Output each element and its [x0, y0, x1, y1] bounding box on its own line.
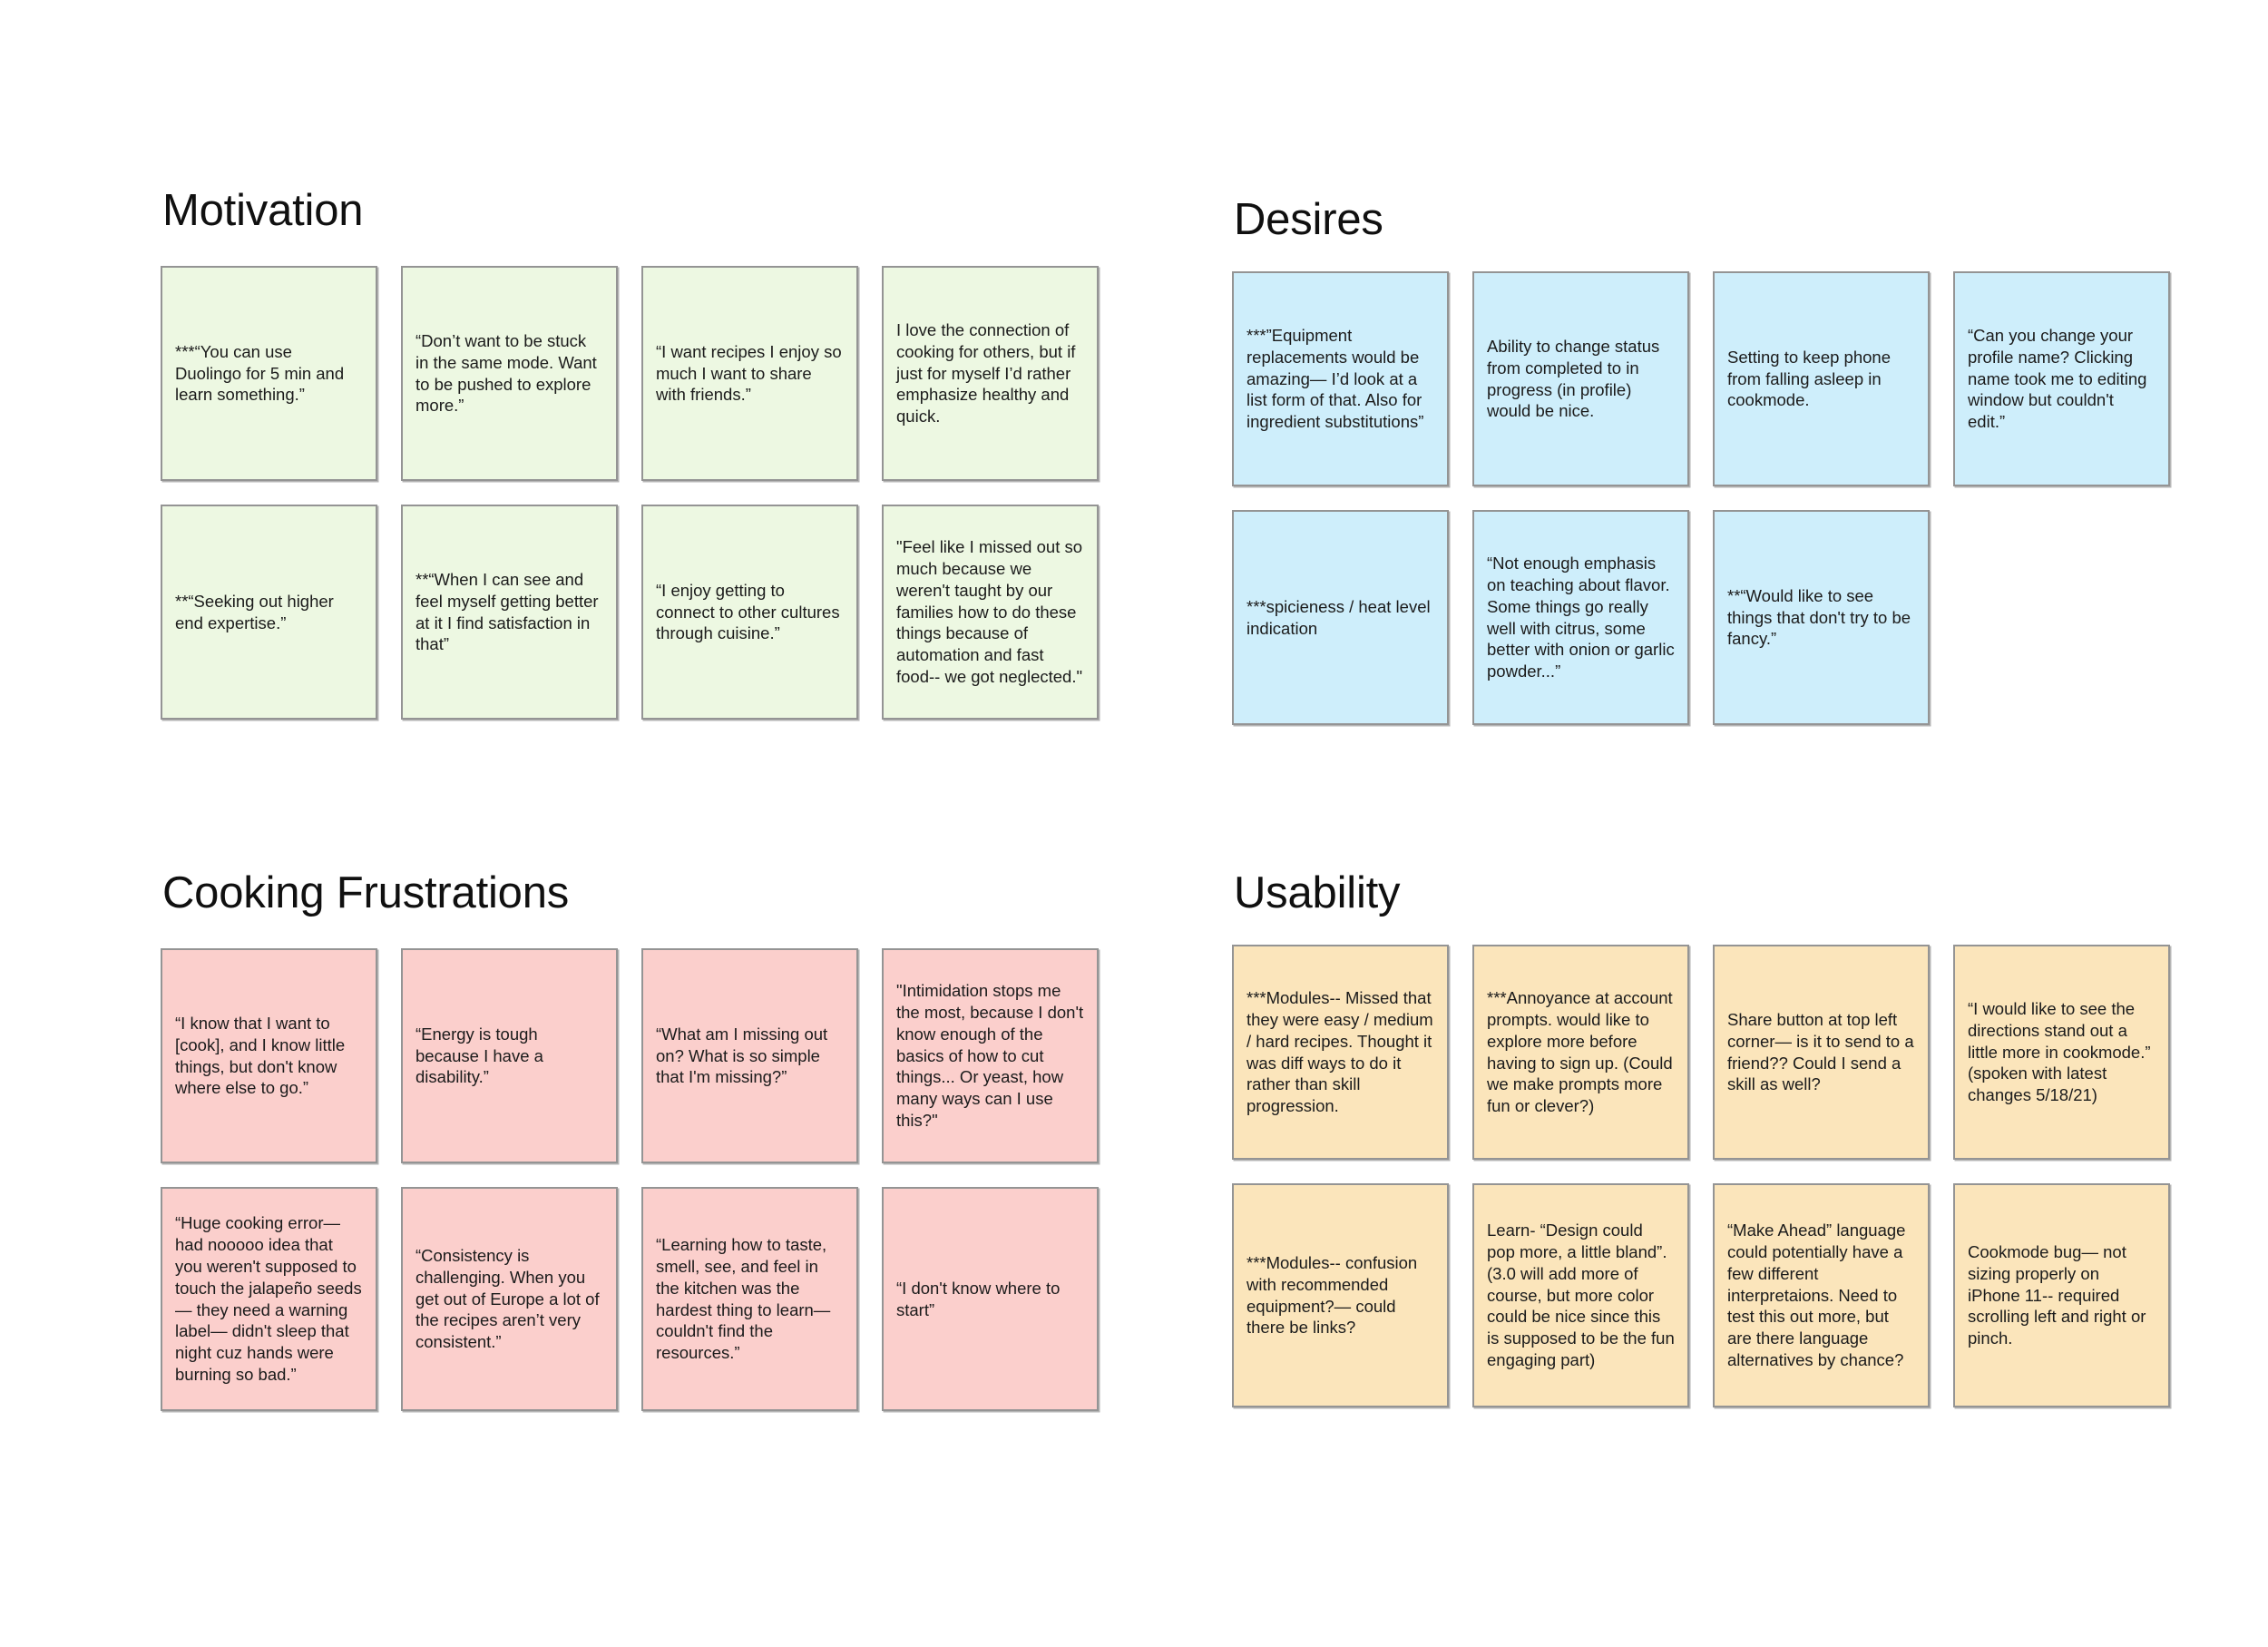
sticky-note-text: Learn- “Design could pop more, a little …: [1487, 1220, 1675, 1370]
sticky-note-text: “Energy is tough because I have a disabi…: [415, 1024, 543, 1087]
card-rows-cooking-frustrations: “I know that I want to [cook], and I kno…: [161, 948, 1099, 1411]
sticky-note[interactable]: **“Seeking out higher end expertise.”: [161, 505, 377, 720]
sticky-note-text: “I enjoy getting to connect to other cul…: [656, 580, 840, 643]
sticky-note-text: **“Would like to see things that don't t…: [1727, 585, 1911, 649]
sticky-note[interactable]: “Consistency is challenging. When you ge…: [401, 1187, 618, 1411]
sticky-note[interactable]: ***“You can use Duolingo for 5 min and l…: [161, 266, 377, 481]
sticky-note-text: “Can you change your profile name? Click…: [1968, 325, 2147, 432]
card-row: **“Seeking out higher end expertise.” **…: [161, 505, 1099, 720]
sticky-note[interactable]: ***spicieness / heat level indication: [1232, 510, 1449, 725]
card-row: ***“You can use Duolingo for 5 min and l…: [161, 266, 1099, 481]
sticky-note[interactable]: “Make Ahead” language could potentially …: [1713, 1183, 1930, 1407]
section-usability: Usability ***Modules-- Missed that they …: [1232, 871, 2170, 1407]
sticky-note[interactable]: “I would like to see the directions stan…: [1953, 945, 2170, 1160]
section-cooking-frustrations: Cooking Frustrations “I know that I want…: [161, 871, 1099, 1411]
sticky-note[interactable]: **“When I can see and feel myself gettin…: [401, 505, 618, 720]
sticky-note[interactable]: “Huge cooking error— had nooooo idea tha…: [161, 1187, 377, 1411]
sticky-note[interactable]: "Intimidation stops me the most, because…: [882, 948, 1099, 1163]
sticky-note-text: “Not enough emphasis on teaching about f…: [1487, 553, 1675, 681]
section-title-cooking-frustrations: Cooking Frustrations: [162, 868, 570, 917]
sticky-note-text: “I want recipes I enjoy so much I want t…: [656, 341, 842, 405]
sticky-note-text: “Don’t want to be stuck in the same mode…: [415, 330, 597, 416]
sticky-note[interactable]: “Energy is tough because I have a disabi…: [401, 948, 618, 1163]
sticky-note[interactable]: “I want recipes I enjoy so much I want t…: [641, 266, 858, 481]
sticky-note[interactable]: “I don't know where to start”: [882, 1187, 1099, 1411]
sticky-note[interactable]: “Can you change your profile name? Click…: [1953, 271, 2170, 486]
card-row: ***”Equipment replacements would be amaz…: [1232, 271, 2170, 486]
sticky-note-text: **“When I can see and feel myself gettin…: [415, 569, 599, 654]
sticky-note-text: **“Seeking out higher end expertise.”: [175, 591, 334, 632]
sticky-note-text: “Learning how to taste, smell, see, and …: [656, 1234, 831, 1363]
sticky-note[interactable]: Learn- “Design could pop more, a little …: [1472, 1183, 1689, 1407]
sticky-note[interactable]: **“Would like to see things that don't t…: [1713, 510, 1930, 725]
sticky-note[interactable]: “I enjoy getting to connect to other cul…: [641, 505, 858, 720]
sticky-note-text: "Feel like I missed out so much because …: [896, 536, 1083, 687]
sticky-note[interactable]: ***Annoyance at account prompts. would l…: [1472, 945, 1689, 1160]
sticky-note-text: Setting to keep phone from falling aslee…: [1727, 347, 1892, 410]
sticky-note-text: ***Annoyance at account prompts. would l…: [1487, 987, 1673, 1116]
sticky-note-text: “Huge cooking error— had nooooo idea tha…: [175, 1213, 362, 1385]
card-rows-desires: ***”Equipment replacements would be amaz…: [1232, 271, 2170, 725]
sticky-note[interactable]: “What am I missing out on? What is so si…: [641, 948, 858, 1163]
sticky-note[interactable]: ***”Equipment replacements would be amaz…: [1232, 271, 1449, 486]
sticky-note-text: Share button at top left corner— is it t…: [1727, 1009, 1914, 1094]
sticky-note-text: "Intimidation stops me the most, because…: [896, 980, 1084, 1131]
sticky-note[interactable]: “Don’t want to be stuck in the same mode…: [401, 266, 618, 481]
sticky-note-text: “I know that I want to [cook], and I kno…: [175, 1013, 346, 1098]
sticky-note[interactable]: “I know that I want to [cook], and I kno…: [161, 948, 377, 1163]
sticky-note[interactable]: ***Modules-- confusion with recommended …: [1232, 1183, 1449, 1407]
sticky-note-text: “What am I missing out on? What is so si…: [656, 1024, 828, 1087]
sticky-note[interactable]: Share button at top left corner— is it t…: [1713, 945, 1930, 1160]
card-row: ***Modules-- Missed that they were easy …: [1232, 945, 2170, 1160]
sticky-note-text: “I would like to see the directions stan…: [1968, 998, 2151, 1105]
sticky-note[interactable]: Ability to change status from completed …: [1472, 271, 1689, 486]
sticky-note[interactable]: "Feel like I missed out so much because …: [882, 505, 1099, 720]
sticky-note-text: ***”Equipment replacements would be amaz…: [1246, 325, 1424, 432]
section-motivation: Motivation ***“You can use Duolingo for …: [161, 189, 1099, 720]
sticky-note[interactable]: “Not enough emphasis on teaching about f…: [1472, 510, 1689, 725]
sticky-note[interactable]: Setting to keep phone from falling aslee…: [1713, 271, 1930, 486]
sticky-note[interactable]: I love the connection of cooking for oth…: [882, 266, 1099, 481]
sticky-note-text: Cookmode bug— not sizing properly on iPh…: [1968, 1241, 2146, 1348]
card-rows-usability: ***Modules-- Missed that they were easy …: [1232, 945, 2170, 1407]
sticky-note-text: “Consistency is challenging. When you ge…: [415, 1245, 600, 1352]
sticky-note-text: ***Modules-- confusion with recommended …: [1246, 1252, 1418, 1338]
sticky-note-text: ***“You can use Duolingo for 5 min and l…: [175, 341, 345, 405]
sticky-note-text: ***Modules-- Missed that they were easy …: [1246, 987, 1433, 1116]
card-row: “Huge cooking error— had nooooo idea tha…: [161, 1187, 1099, 1411]
section-desires: Desires ***”Equipment replacements would…: [1232, 198, 2170, 725]
sticky-note[interactable]: “Learning how to taste, smell, see, and …: [641, 1187, 858, 1411]
section-title-desires: Desires: [1234, 195, 1383, 244]
section-title-motivation: Motivation: [162, 186, 364, 235]
sticky-note-text: “I don't know where to start”: [896, 1278, 1061, 1319]
sticky-note-text: I love the connection of cooking for oth…: [896, 319, 1076, 426]
card-row: ***spicieness / heat level indication “N…: [1232, 510, 2170, 725]
sticky-note-text: Ability to change status from completed …: [1487, 336, 1660, 421]
sticky-note-text: ***spicieness / heat level indication: [1246, 596, 1431, 638]
card-rows-motivation: ***“You can use Duolingo for 5 min and l…: [161, 266, 1099, 720]
sticky-note-text: “Make Ahead” language could potentially …: [1727, 1220, 1906, 1370]
sticky-note[interactable]: Cookmode bug— not sizing properly on iPh…: [1953, 1183, 2170, 1407]
card-row: ***Modules-- confusion with recommended …: [1232, 1183, 2170, 1407]
card-row: “I know that I want to [cook], and I kno…: [161, 948, 1099, 1163]
sticky-note[interactable]: ***Modules-- Missed that they were easy …: [1232, 945, 1449, 1160]
section-title-usability: Usability: [1234, 868, 1401, 917]
